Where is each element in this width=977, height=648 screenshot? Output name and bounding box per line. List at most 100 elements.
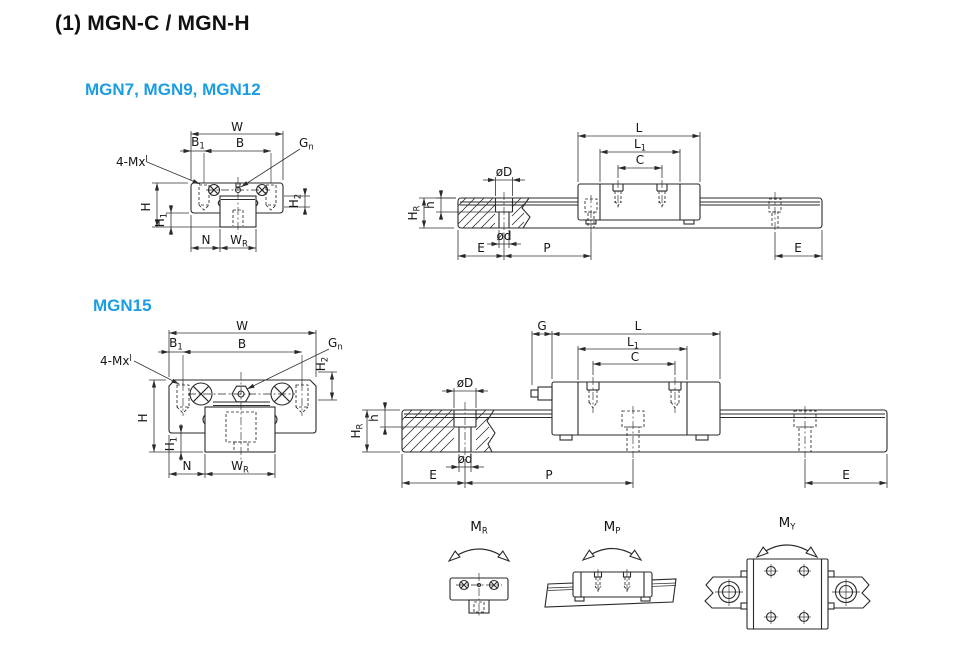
block-side-view [577,180,701,225]
section-break-line [521,197,531,229]
dimension-e-p: E P E [457,230,823,260]
block-mount-hole-left [586,377,600,413]
dim-label-h-height: H [136,413,150,422]
rail-hidden-hole-mid [584,195,598,232]
dimension-e-p: E P E [401,454,888,488]
dim-label-l: L [635,319,642,333]
bolt-hole [797,610,811,624]
dim-label-hr: HR [406,205,423,220]
dimension-mount-thread: 4-Mxl [100,354,180,385]
block-top-mini [740,558,835,630]
dim-label-e-left: E [477,241,485,255]
dimension-gn: Gn [246,336,343,390]
rail-hidden-hole-mid [621,406,645,458]
dim-label-h-rail: h [367,414,381,422]
moment-label-my: MY [779,515,797,533]
dimension-w: W [168,319,317,377]
dim-label-b1: B1 [169,336,183,353]
dim-label-e-right: E [842,468,850,482]
dimension-b-b1: B1 B [180,135,272,183]
dim-label-c: C [636,153,644,167]
dim-label-b: B [238,337,246,351]
dim-label-p: P [545,468,552,482]
dimension-h2: H2 [314,357,337,401]
dimension-mount-thread: 4-Mxl [116,155,201,185]
dim-label-n: N [183,459,192,473]
dim-label-hr: HR [349,423,366,438]
dim-label-gn: Gn [299,136,314,153]
block-mount-hole-right [656,180,668,209]
dim-label-e-right: E [794,241,802,255]
page-title: (1) MGN-C / MGN-H [55,12,250,35]
rail-hidden-hole-right [768,192,782,232]
dim-label-w: W [236,319,248,333]
dim-label-w: W [231,120,243,134]
dimension-phid-top: øD [483,165,525,196]
dim-label-gn: Gn [328,336,343,353]
dim-label-p: P [543,241,550,255]
rail-top-left [704,576,748,609]
cross-section-mgn15: W B1 B Gn 4-Mxl H H1 [100,319,343,478]
section-heading-mgn15: MGN15 [93,296,152,315]
bolt-hole [764,564,778,578]
block-side-view [530,377,721,441]
block-cross-section [190,177,284,233]
dimension-w: W [190,120,284,180]
section-heading-mgn7-9-12: MGN7, MGN9, MGN12 [85,80,261,99]
dim-label-wr: WR [230,233,248,250]
moment-diagram-my: MY [704,515,871,630]
grease-nipple [530,386,553,401]
dimension-hr: HR [406,197,456,229]
dimension-l: L [577,121,701,182]
rotation-arrow [581,548,643,562]
dim-label-phiD: øD [457,376,474,390]
dimension-b-b1: B1 B [158,336,303,385]
dimension-l1: L1 [599,137,681,182]
dim-label-phiD: øD [496,165,513,179]
rotation-arrow [447,548,511,563]
side-view-mgn7-9-12: L L1 C øD h HR [406,121,823,260]
dimension-phid-top: øD [442,376,488,408]
dimension-n-wr: N WR [168,435,276,478]
moment-label-mp: MP [604,519,621,537]
dim-label-h2: H2 [287,194,304,208]
dim-label-e-left: E [429,468,437,482]
dimension-c: C [617,153,663,178]
dimension-h1: H1 [163,424,184,461]
dim-label-4mxl: 4-Mxl [116,155,148,169]
dim-label-g: G [537,319,546,333]
dimension-c: C [592,350,676,375]
dimension-g-l: G L [531,319,721,385]
rail-section-hatch [401,402,496,458]
dimension-h: H [136,379,203,453]
block-side-mini [572,569,653,602]
dimension-gn: Gn [240,136,314,188]
dimension-h: H [139,182,221,228]
dimension-h2: H2 [284,188,310,215]
dim-label-c: C [631,350,639,364]
moment-diagram-mr: MR [447,519,511,616]
dimension-h-small: h [362,402,454,435]
moment-diagram-mp: MP [544,519,677,608]
section-break-line [486,409,496,453]
dim-label-b: B [236,136,244,150]
dim-label-n: N [202,233,211,247]
rail-hidden-hole-right [793,406,817,458]
dim-label-l1: L1 [627,335,639,352]
bolt-hole [764,610,778,624]
side-view-mgn15: G L L1 C øD h HR [349,319,888,488]
dimension-l1: L1 [577,335,688,380]
dim-label-b1: B1 [191,135,205,152]
dimension-hr: HR [349,410,400,453]
dimension-h1: H1 [153,205,189,235]
dim-label-h1: H1 [163,437,180,451]
mounting-hole-right [265,184,277,211]
rail-top-right [827,576,871,609]
dim-label-h2: H2 [314,357,331,371]
bolt-hole [797,564,811,578]
rail-thread-hole [232,209,244,226]
dimension-n-wr: N WR [190,215,257,252]
dim-label-h1: H1 [153,213,170,227]
rail-thread-hole [225,411,257,453]
